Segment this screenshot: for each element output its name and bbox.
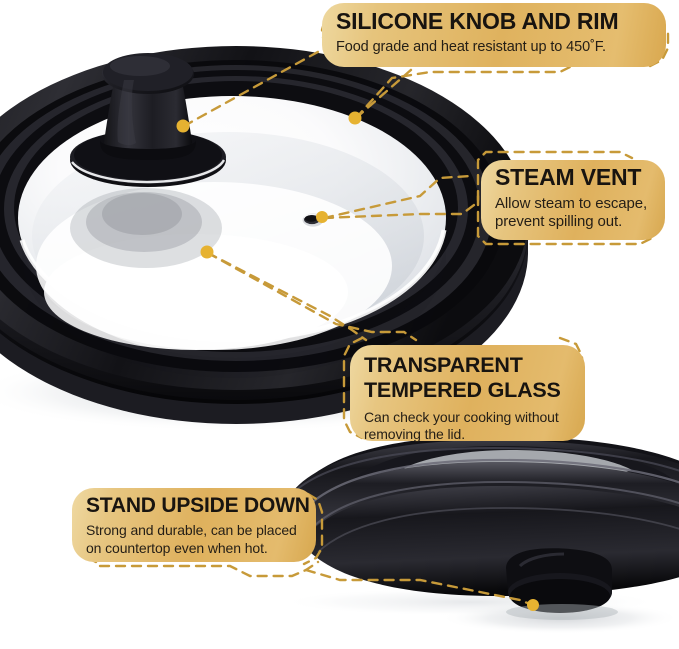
leader-stand-b — [304, 568, 532, 606]
hotspot-glass — [200, 245, 214, 259]
callout-description: Food grade and heat resistant up to 450˚… — [336, 39, 606, 55]
callout-title: STEAM VENT — [495, 164, 642, 190]
callout-description: Allow steam to escape, prevent spilling … — [495, 195, 648, 231]
callout-description: Strong and durable, can be placed on cou… — [86, 522, 297, 556]
callout-title: TRANSPARENT TEMPERED GLASS — [364, 353, 561, 402]
callout-title: SILICONE KNOB AND RIM — [336, 8, 619, 34]
leader-stand-a — [98, 560, 320, 578]
hotspot-knob — [176, 119, 190, 133]
callout-transparent-tempered-glass: TRANSPARENT TEMPERED GLASS Can check you… — [350, 345, 585, 443]
callout-description: Can check your cooking without removing … — [364, 408, 559, 443]
leader-glass-a — [206, 251, 368, 342]
hotspot-rim — [348, 111, 362, 125]
lid-upside-down-view-group — [280, 436, 679, 634]
hotspot-steam-vent — [316, 211, 328, 223]
callout-steam-vent: STEAM VENT Allow steam to escape, preven… — [481, 160, 665, 240]
callout-silicone-knob-and-rim: SILICONE KNOB AND RIM Food grade and hea… — [322, 3, 666, 67]
leader-vent-a — [322, 174, 472, 220]
callout-title: STAND UPSIDE DOWN — [86, 494, 310, 517]
hotspot-foot — [527, 599, 539, 611]
leader-glass-b — [206, 251, 418, 342]
steam-vent-detail — [302, 213, 326, 229]
callout-stand-upside-down: STAND UPSIDE DOWN Strong and durable, ca… — [72, 488, 316, 562]
